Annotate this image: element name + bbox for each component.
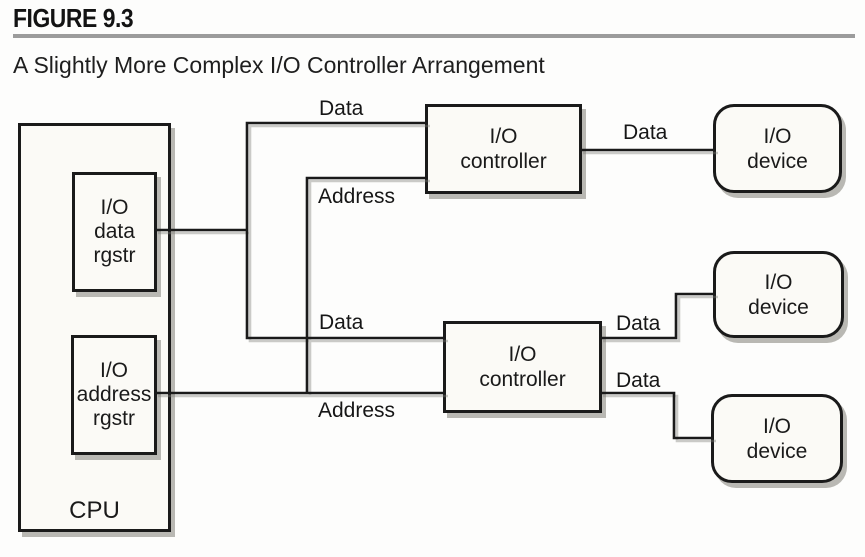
- figure-label: FIGURE 9.3: [13, 3, 134, 33]
- wire-data-bus: [245, 121, 445, 340]
- io-data-register-label: I/O data rgstr: [93, 196, 136, 267]
- wire-address-branch-controller1: [305, 176, 427, 394]
- wire-label-address-to-controller2: Address: [318, 399, 396, 422]
- io-controller-2-box: I/O controller: [443, 321, 602, 413]
- io-address-register-box: I/O address rgstr: [71, 335, 157, 455]
- io-data-register-box: I/O data rgstr: [72, 172, 157, 292]
- io-controller-1-box: I/O controller: [425, 104, 582, 194]
- cpu-label: CPU: [69, 497, 120, 524]
- figure-rule-divider: [13, 34, 855, 38]
- io-controller-2-label: I/O controller: [479, 343, 566, 391]
- wire-label-controller1-device1: Data: [623, 121, 668, 144]
- io-device-1-box: I/O device: [713, 104, 842, 193]
- io-device-2-label: I/O device: [748, 270, 809, 319]
- wire-label-data-to-controller2: Data: [319, 311, 364, 334]
- wire-controller2-device3-data: [600, 391, 713, 440]
- wire-label-data-to-controller1: Data: [319, 97, 364, 120]
- wire-label-controller2-device2: Data: [616, 312, 661, 335]
- io-device-3-box: I/O device: [711, 394, 843, 483]
- io-device-2-box: I/O device: [713, 251, 844, 338]
- wire-label-controller2-device3: Data: [616, 369, 661, 392]
- io-device-3-label: I/O device: [746, 414, 808, 463]
- figure-caption: A Slightly More Complex I/O Controller A…: [13, 52, 545, 78]
- io-device-1-label: I/O device: [747, 124, 808, 173]
- wire-label-address-to-controller1: Address: [318, 185, 396, 208]
- io-controller-1-label: I/O controller: [460, 125, 547, 173]
- io-address-register-label: I/O address rgstr: [76, 359, 152, 430]
